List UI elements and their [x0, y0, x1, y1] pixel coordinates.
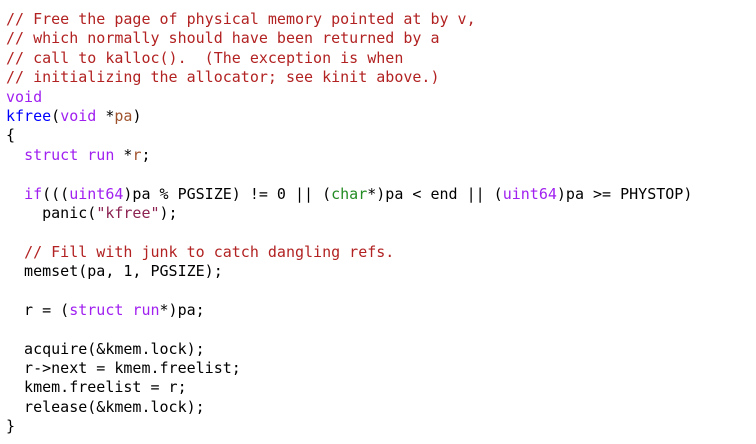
code-token-plain: }	[6, 417, 16, 436]
code-token-var: r	[132, 145, 142, 164]
code-token-var: pa	[114, 106, 133, 125]
code-line: // Fill with junk to catch dangling refs…	[6, 243, 692, 262]
code-line	[6, 281, 692, 300]
code-line	[6, 223, 692, 242]
code-token-type: void	[6, 87, 43, 106]
code-token-plain	[78, 146, 87, 164]
code-token-plain: r = (	[6, 300, 70, 319]
code-token-func: kfree	[6, 106, 52, 125]
code-token-plain: )pa >= PHYSTOP)	[556, 184, 693, 203]
code-line: // Free the page of physical memory poin…	[6, 10, 692, 29]
code-token-comment: // which normally should have been retur…	[6, 29, 440, 48]
code-token-type: void	[60, 106, 97, 125]
code-token-plain: r->next = kmem.freelist;	[6, 359, 241, 378]
code-token-comment: // initializing the allocator; see kinit…	[6, 68, 440, 87]
code-token-type: struct	[69, 300, 124, 319]
code-token-plain: *)pa < end || (	[367, 184, 503, 203]
code-line: release(&kmem.lock);	[6, 398, 692, 417]
code-token-plain: panic(	[6, 203, 97, 222]
code-line: {	[6, 126, 692, 145]
code-token-type: run	[132, 300, 160, 319]
code-token-plain: ;	[141, 145, 151, 164]
code-token-plain: kmem.freelist = r;	[6, 378, 187, 397]
code-line: // call to kalloc(). (The exception is w…	[6, 49, 692, 68]
code-line: kfree(void *pa)	[6, 107, 692, 126]
code-line: }	[6, 417, 692, 436]
code-token-type: struct	[24, 145, 79, 164]
code-line: acquire(&kmem.lock);	[6, 340, 692, 359]
code-token-plain	[6, 185, 24, 203]
code-line: void	[6, 88, 692, 107]
code-token-type: uint64	[69, 184, 124, 203]
code-token-comment: // Free the page of physical memory poin…	[6, 10, 476, 28]
code-token-plain: );	[159, 203, 178, 222]
code-line: r = (struct run*)pa;	[6, 301, 692, 320]
code-token-plain: memset(pa, 1, PGSIZE);	[6, 262, 223, 281]
code-token-plain: )	[132, 106, 142, 125]
code-line: panic("kfree");	[6, 204, 692, 223]
code-line	[6, 320, 692, 339]
code-line: memset(pa, 1, PGSIZE);	[6, 262, 692, 281]
code-token-type: run	[87, 145, 115, 164]
code-token-plain: *	[96, 106, 115, 125]
code-line: r->next = kmem.freelist;	[6, 359, 692, 378]
code-token-plain: release(&kmem.lock);	[6, 397, 205, 416]
code-view[interactable]: // Free the page of physical memory poin…	[6, 10, 692, 437]
code-token-type: uint64	[502, 184, 557, 203]
code-token-plain: {	[6, 126, 16, 145]
code-token-plain	[6, 243, 24, 261]
code-token-plain	[6, 146, 24, 164]
code-token-type: if	[24, 184, 43, 203]
code-line	[6, 165, 692, 184]
code-line: kmem.freelist = r;	[6, 378, 692, 397]
code-token-plain: *	[114, 145, 133, 164]
code-token-plain: (((	[42, 184, 70, 203]
code-line: // which normally should have been retur…	[6, 29, 692, 48]
code-token-plain: (	[51, 106, 61, 125]
code-token-type2: char	[331, 184, 368, 203]
code-token-comment: // Fill with junk to catch dangling refs…	[24, 242, 395, 261]
code-line: // initializing the allocator; see kinit…	[6, 68, 692, 87]
code-line: if(((uint64)pa % PGSIZE) != 0 || (char*)…	[6, 185, 692, 204]
code-token-plain: )pa % PGSIZE) != 0 || (	[123, 184, 332, 203]
code-line: struct run *r;	[6, 146, 692, 165]
code-token-string: "kfree"	[96, 203, 160, 222]
code-token-plain: acquire(&kmem.lock);	[6, 339, 205, 358]
code-token-plain: *)pa;	[159, 300, 205, 319]
code-token-comment: // call to kalloc(). (The exception is w…	[6, 48, 404, 67]
